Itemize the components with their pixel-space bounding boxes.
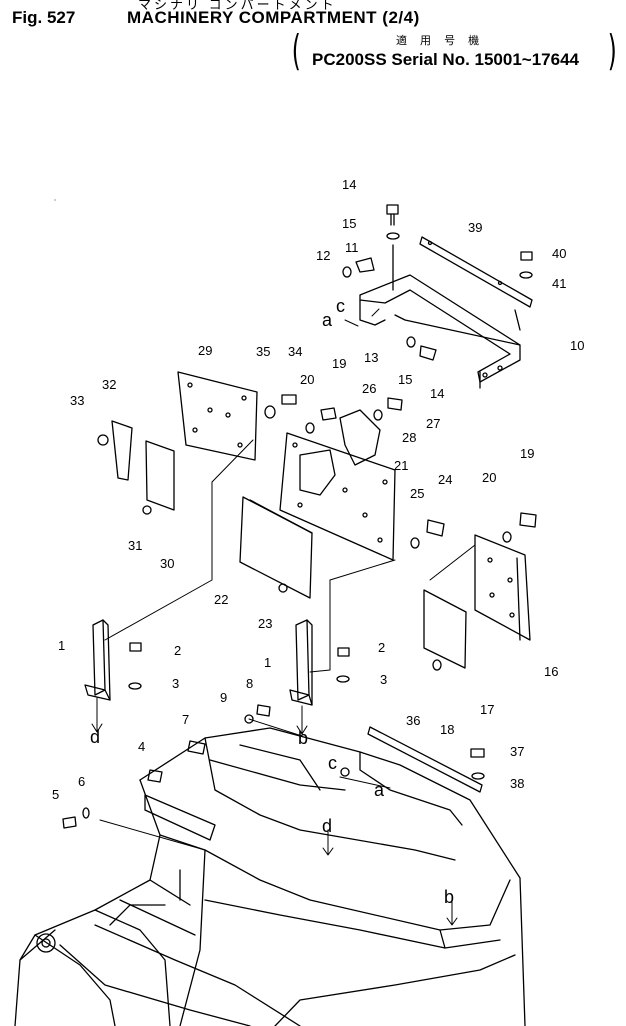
- callout-10: 10: [570, 338, 584, 353]
- callout-27: 27: [426, 416, 440, 431]
- japanese-title: マシナリ コンパートメント: [138, 0, 337, 12]
- reference-letters: a a b b c c d d: [90, 296, 454, 907]
- callout-7: 7: [182, 712, 189, 727]
- callout-2: 2: [174, 643, 181, 658]
- callout-33: 33: [70, 393, 84, 408]
- callout-26: 26: [362, 381, 376, 396]
- panel-21: [279, 409, 396, 561]
- callout-14: 14: [342, 177, 356, 192]
- callout-15: 15: [342, 216, 356, 231]
- machinery-frame: [14, 727, 526, 1026]
- callout-21: 21: [394, 458, 408, 473]
- ref-letter-b: b: [298, 728, 308, 748]
- callout-9: 9: [220, 690, 227, 705]
- callout-14: 14: [430, 386, 444, 401]
- ref-letter-c: c: [328, 753, 337, 773]
- callout-25: 25: [410, 486, 424, 501]
- callout-32: 32: [102, 377, 116, 392]
- callout-40: 40: [552, 246, 566, 261]
- ref-letter-b: b: [444, 887, 454, 907]
- callout-1: 1: [58, 638, 65, 653]
- callout-1: 1: [264, 655, 271, 670]
- callout-31: 31: [128, 538, 142, 553]
- leader-lines: [54, 199, 476, 926]
- callout-15: 15: [398, 372, 412, 387]
- callout-38: 38: [510, 776, 524, 791]
- callout-5: 5: [52, 787, 59, 802]
- ref-letter-a: a: [374, 780, 385, 800]
- panel-16: [474, 534, 531, 641]
- insulation-pads: [111, 420, 467, 669]
- callout-4: 4: [138, 739, 145, 754]
- callout-11: 11: [345, 240, 359, 255]
- callout-19: 19: [520, 446, 534, 461]
- callout-17: 17: [480, 702, 494, 717]
- callout-8: 8: [246, 676, 253, 691]
- callout-3: 3: [172, 676, 179, 691]
- callout-3: 3: [380, 672, 387, 687]
- callout-29: 29: [198, 343, 212, 358]
- callout-34: 34: [288, 344, 302, 359]
- callout-6: 6: [78, 774, 85, 789]
- callout-20: 20: [482, 470, 496, 485]
- applicable-label: 適 用 号 機: [396, 35, 485, 47]
- callout-numbers: 1 1 2 2 3 3 4 5 6 7 8 9 10 11 12 13 14 1…: [52, 177, 584, 802]
- serial-range: PC200SS Serial No. 15001~17644: [312, 50, 579, 69]
- upper-bracket-assembly: [359, 236, 533, 389]
- ref-letter-d: d: [322, 816, 332, 836]
- callout-41: 41: [552, 276, 566, 291]
- panel-29: [177, 371, 258, 461]
- supports: [84, 619, 313, 706]
- callout-2: 2: [378, 640, 385, 655]
- callout-36: 36: [406, 713, 420, 728]
- callout-16: 16: [544, 664, 558, 679]
- callout-22: 22: [214, 592, 228, 607]
- figure-title: MACHINERY COMPARTMENT (2/4): [127, 8, 420, 27]
- callout-37: 37: [510, 744, 524, 759]
- ref-letter-d: d: [90, 727, 100, 747]
- callout-28: 28: [402, 430, 416, 445]
- figure-number: Fig. 527: [12, 8, 76, 27]
- fasteners: [62, 204, 537, 829]
- strip-and-brackets: [147, 726, 483, 793]
- callout-35: 35: [256, 344, 270, 359]
- callout-20: 20: [300, 372, 314, 387]
- callout-30: 30: [160, 556, 174, 571]
- callout-13: 13: [364, 350, 378, 365]
- callout-39: 39: [468, 220, 482, 235]
- callout-18: 18: [440, 722, 454, 737]
- right-parenthesis: ): [607, 26, 617, 75]
- ref-letter-a: a: [322, 310, 333, 330]
- callout-24: 24: [438, 472, 452, 487]
- left-parenthesis: (: [291, 26, 301, 75]
- ref-letter-c: c: [336, 296, 345, 316]
- callout-23: 23: [258, 616, 272, 631]
- callout-12: 12: [316, 248, 330, 263]
- callout-19: 19: [332, 356, 346, 371]
